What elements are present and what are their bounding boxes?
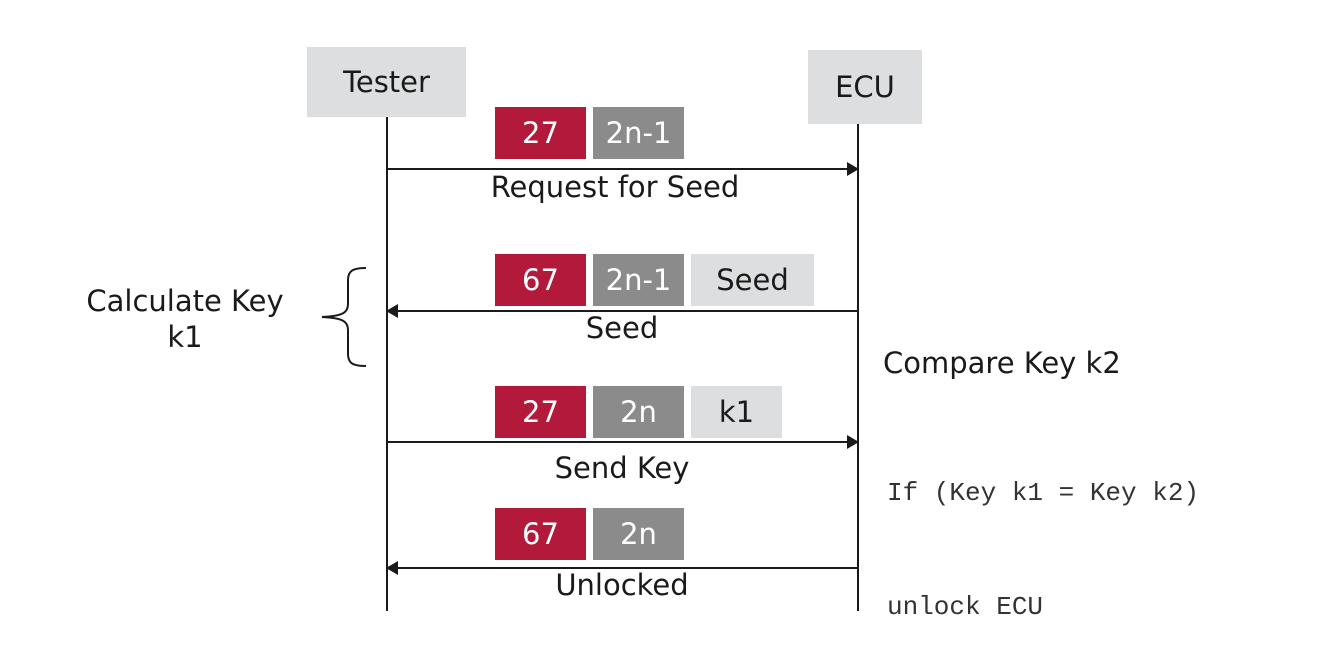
msg3-sub-function: 2n <box>593 386 684 438</box>
msg3-service-id: 27 <box>495 386 586 438</box>
calculate-key-line2: k1 <box>167 320 203 354</box>
compare-key-code: If (Key k1 = Key k2) unlock ECU <box>887 398 1199 664</box>
msg2-label: Seed <box>585 311 659 345</box>
msg3-label: Send Key <box>554 451 690 485</box>
msg1-label: Request for Seed <box>490 170 740 204</box>
msg1-sub-function: 2n-1 <box>593 107 684 159</box>
tester-participant: Tester <box>307 47 466 117</box>
msg2-service-id: 67 <box>495 254 586 306</box>
compare-key-code-line1: If (Key k1 = Key k2) <box>887 478 1200 508</box>
tester-lifeline <box>386 117 388 611</box>
compare-key-code-line2: unlock ECU <box>887 592 1044 622</box>
msg2-seed-payload: Seed <box>691 254 814 306</box>
msg2-arrow <box>386 304 857 318</box>
msg3-arrow <box>388 435 859 449</box>
msg1-arrow <box>388 162 859 176</box>
ecu-lifeline <box>857 124 859 611</box>
msg2-sub-function: 2n-1 <box>593 254 684 306</box>
msg4-service-id: 67 <box>495 508 586 560</box>
calculate-key-line1: Calculate Key <box>86 284 284 318</box>
calculate-key-note: Calculate Key k1 <box>70 283 300 355</box>
ecu-participant: ECU <box>808 50 922 124</box>
msg3-key-payload: k1 <box>691 386 782 438</box>
msg4-arrow <box>386 561 857 575</box>
ecu-label: ECU <box>835 70 895 104</box>
msg4-sub-function: 2n <box>593 508 684 560</box>
msg4-label: Unlocked <box>555 568 689 602</box>
compare-key-title: Compare Key k2 <box>883 346 1121 380</box>
curly-brace <box>321 267 367 367</box>
tester-label: Tester <box>343 65 430 99</box>
msg1-service-id: 27 <box>495 107 586 159</box>
